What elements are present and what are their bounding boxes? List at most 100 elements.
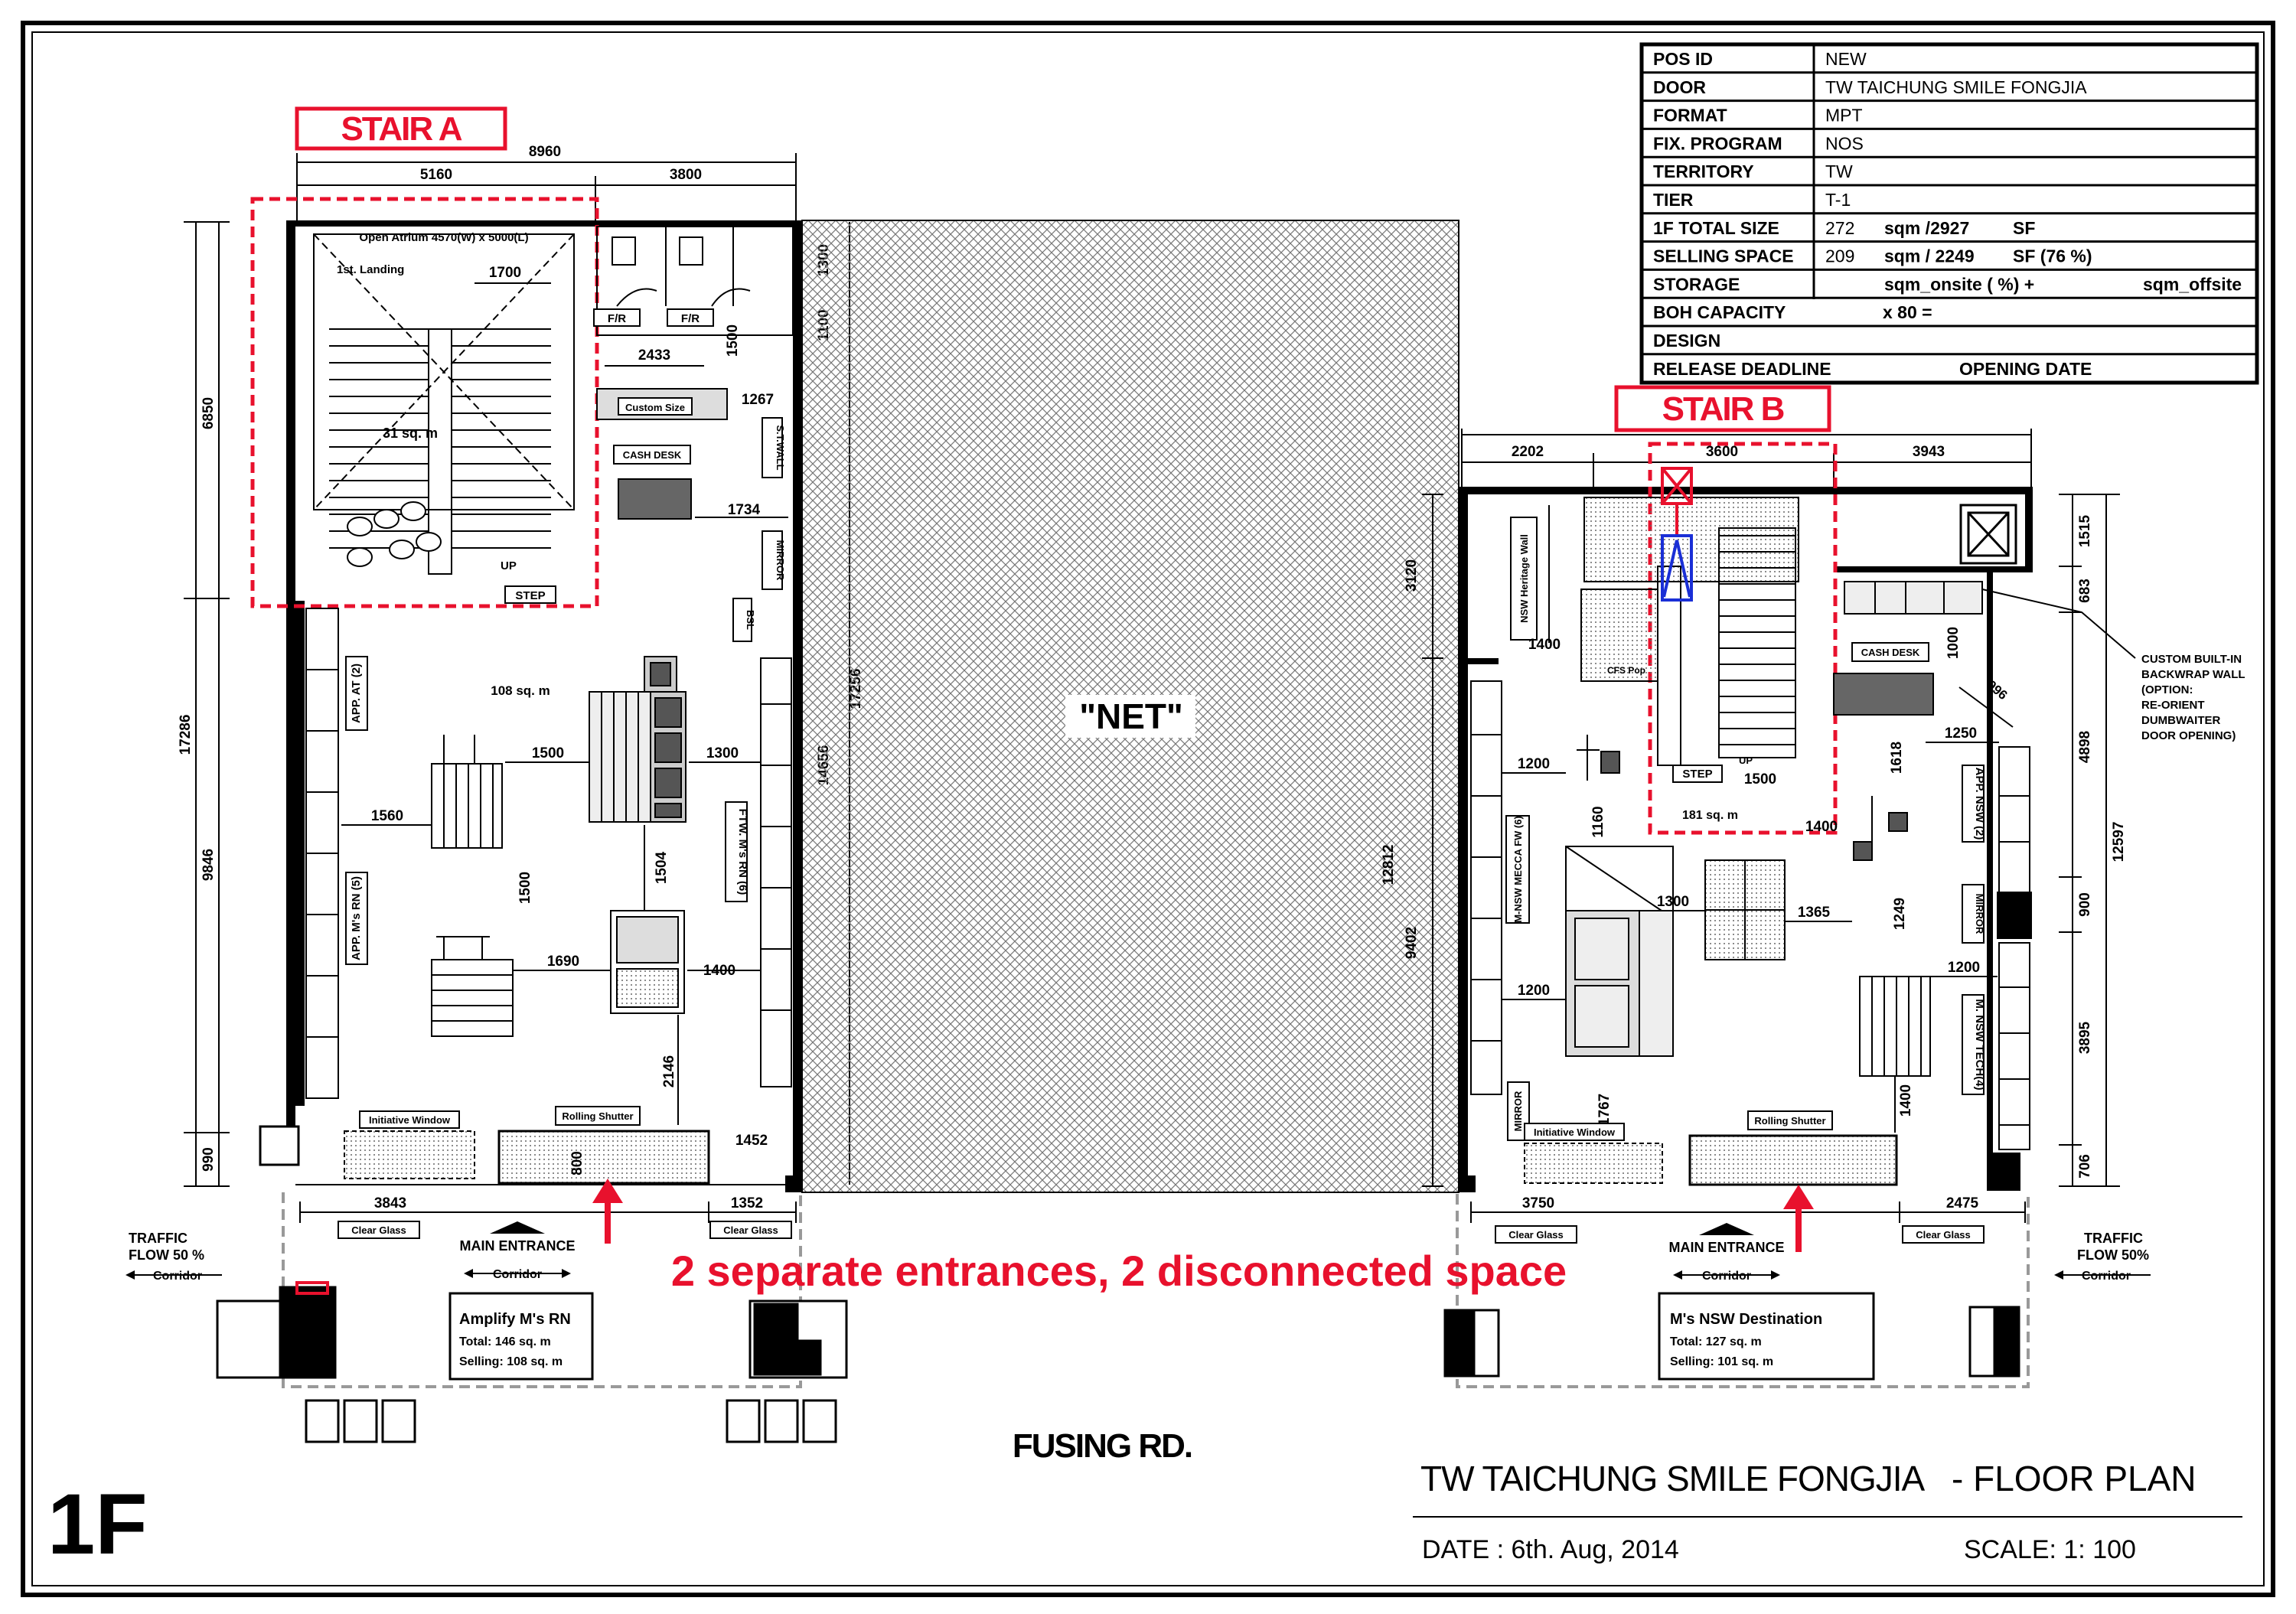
rolling-shutter-right-box: [1747, 1110, 1833, 1130]
cfs-label: CFS Pop: [1607, 665, 1645, 676]
dim-1500-right: 1500: [1744, 771, 1776, 787]
stair-b-step-box: [1672, 765, 1723, 783]
storefront-right-dims: [1470, 1202, 2026, 1223]
title-block-key: FORMAT: [1653, 106, 1727, 126]
sheet-scale: SCALE: 1: 100: [1964, 1535, 2136, 1564]
title-block-key: FIX. PROGRAM: [1653, 133, 1782, 153]
bollard-squares: [305, 1399, 837, 1443]
title-block-key: SELLING SPACE: [1653, 246, 1794, 266]
dim-1500c: 1500: [517, 872, 533, 904]
cash-desk-left-box: [613, 445, 691, 465]
stair-b-step: STEP: [1682, 768, 1712, 781]
app-ms-box: [345, 872, 368, 965]
title-block-value-2: sqm /2927: [1884, 218, 1969, 238]
rolling-shutter-right-area: [1688, 1134, 1898, 1186]
st-wall-box: [762, 417, 783, 478]
stair-b-label: STAIR B: [1662, 390, 1784, 428]
dim-3843: 3843: [374, 1195, 406, 1211]
dim-1452: 1452: [735, 1133, 768, 1149]
fr-label-2: F/R: [681, 312, 700, 325]
fr-box-1: [593, 308, 641, 327]
dim-1267: 1267: [742, 392, 774, 408]
cash-desk-left: [618, 478, 692, 520]
dim-1160: 1160: [1590, 806, 1606, 837]
dim-3120: 3120: [1404, 559, 1420, 592]
corridor-perimeter-right: [1456, 1194, 2030, 1388]
fr-box-2: [667, 308, 714, 327]
dim-1400a-right: 1400: [1528, 637, 1561, 653]
dim-8960: 8960: [529, 144, 561, 160]
street-label: FUSING RD.: [1013, 1427, 1192, 1465]
dim-1734: 1734: [728, 502, 761, 518]
dim-9846: 9846: [201, 849, 217, 881]
corridor-left: Corridor: [493, 1268, 542, 1281]
cash-desk-right-label: CASH DESK: [1861, 647, 1920, 658]
title-block-value: TW: [1825, 161, 1853, 181]
m-nsw-mecca-box: [1505, 815, 1530, 924]
dim-3750: 3750: [1522, 1195, 1554, 1211]
title-block-value-3: SF: [2013, 218, 2035, 238]
title-block-key: DESIGN: [1653, 331, 1720, 351]
m-nsw-mecca-label: M-NSW MECCA FW (6): [1512, 816, 1524, 923]
initiative-window-left: Initiative Window: [369, 1114, 451, 1126]
dim-2146: 2146: [661, 1055, 677, 1087]
app-at-label: APP. AT (2): [350, 664, 363, 723]
dim-1515: 1515: [2077, 514, 2093, 547]
toilet-block: [596, 226, 794, 336]
title-block-value-2: OPENING DATE: [1959, 359, 2092, 379]
mirror-right-box: [1962, 884, 1985, 944]
entrance-left-red-arrow-icon: [592, 1179, 623, 1203]
backwrap-shelf: [1844, 581, 1983, 615]
dim-1365: 1365: [1798, 905, 1831, 921]
clear-glass-right-1: Clear Glass: [1508, 1229, 1564, 1241]
clear-glass-left-2: Clear Glass: [723, 1224, 778, 1236]
ftw-label: FTW. M's RN (6): [736, 809, 749, 895]
rolling-shutter-left-box: [555, 1106, 641, 1126]
initiative-window-right: Initiative Window: [1534, 1127, 1616, 1138]
bsl-box: [732, 598, 752, 642]
cash-desk-right-box: [1851, 642, 1929, 662]
left-info-total: Total: 146 sq. m: [459, 1335, 551, 1348]
right-top-dimensions: [1461, 429, 2032, 490]
flow-left: FLOW 50 %: [129, 1247, 204, 1263]
left-interior-dim-lines: [341, 761, 761, 1125]
stair-a-atrium: Open Atrium 4570(W) x 5000(L): [359, 231, 528, 244]
app-nsw-label: APP. NSW (2): [1973, 768, 1986, 840]
dim-706: 706: [2077, 1154, 2093, 1179]
title-block-value: MPT: [1825, 106, 1863, 126]
right-floor-fixtures: [1565, 735, 1931, 1077]
stair-a-step-box: [504, 585, 556, 604]
app-at-box: [345, 656, 368, 731]
dim-1400: 1400: [703, 963, 735, 979]
sheet-date: DATE : 6th. Aug, 2014: [1422, 1535, 1679, 1564]
custom-note: CUSTOM BUILT-IN BACKWRAP WALL (OPTION: R…: [2141, 653, 2248, 742]
dim-1618: 1618: [1889, 742, 1905, 774]
ftw-box: [725, 801, 748, 902]
mirror-left-box: [762, 530, 783, 590]
cash-desk-right: [1833, 673, 1934, 716]
stair-b-drawing: [1580, 497, 1799, 766]
level-label: 1F: [47, 1476, 148, 1572]
left-area: 108 sq. m: [491, 683, 550, 698]
dim-1767: 1767: [1596, 1094, 1613, 1126]
stair-a-step: STEP: [515, 589, 545, 602]
dim-1400b-right: 1400: [1805, 819, 1838, 835]
app-nsw-box: [1962, 765, 1985, 843]
stair-b-area: 181 sq. m: [1682, 809, 1738, 822]
stair-a-label-box: [295, 106, 507, 151]
dim-17286: 17286: [178, 715, 194, 755]
sheet-title-suffix: - FLOOR PLAN: [1952, 1459, 2197, 1498]
initiative-window-right-box: [1524, 1123, 1625, 1141]
title-block-key: TIER: [1653, 190, 1694, 210]
stair-a-label: STAIR A: [341, 110, 461, 148]
stair-a-up: UP: [501, 559, 517, 572]
right-info-selling: Selling: 101 sq. m: [1670, 1355, 1773, 1368]
cash-desk-left-label: CASH DESK: [623, 449, 682, 461]
title-block-value-3: sqm_offsite: [2143, 274, 2242, 294]
title-block-key: DOOR: [1653, 77, 1706, 97]
title-block-value-3: SF (76 %): [2013, 246, 2092, 266]
title-block-value-2: sqm_onsite ( %) +: [1884, 274, 2034, 294]
title-block-value: TW TAICHUNG SMILE FONGJIA: [1825, 77, 2087, 97]
